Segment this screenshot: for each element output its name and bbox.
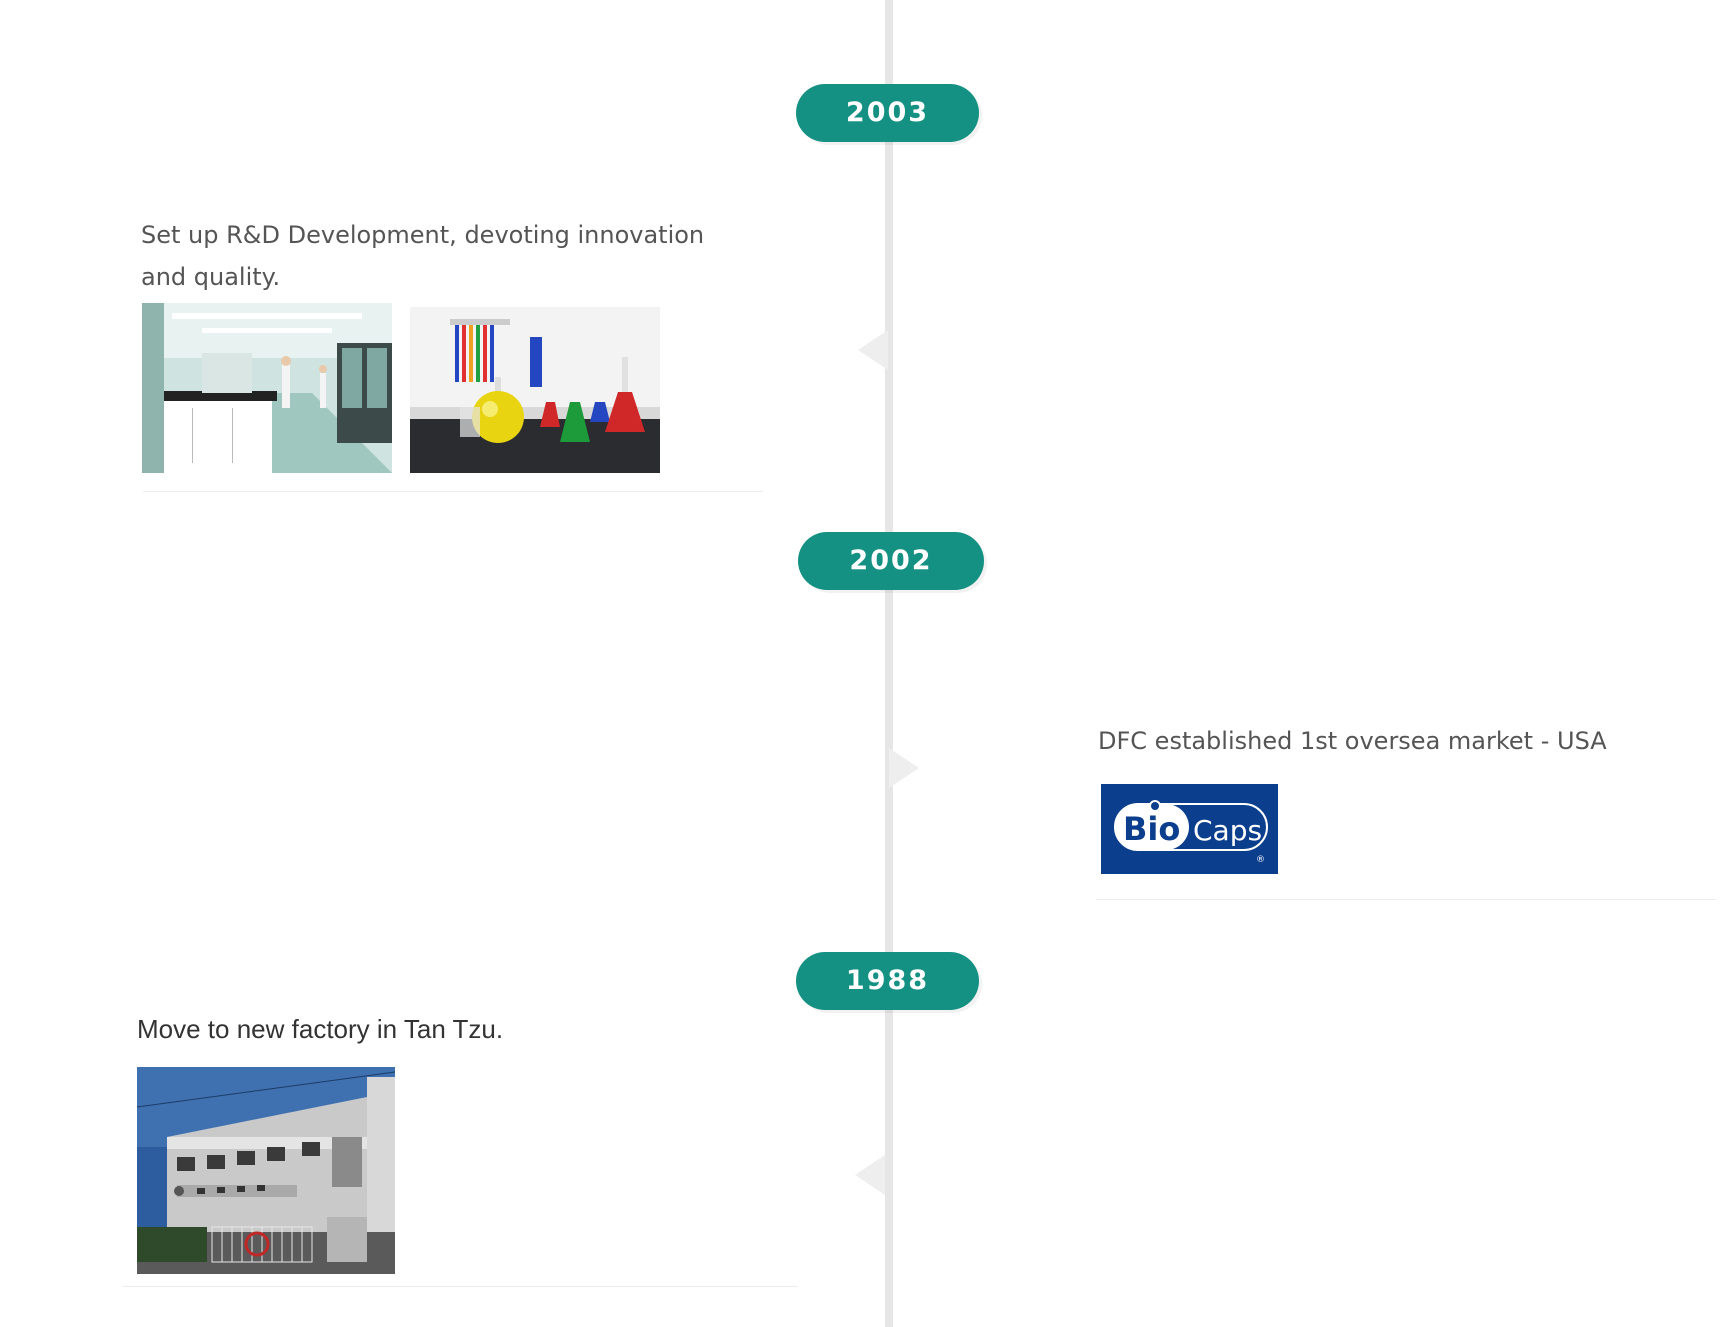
year-badge-2002: 2002 — [798, 532, 984, 590]
factory-building-photo — [137, 1067, 395, 1274]
entry-2003-text: Set up R&D Development, devoting innovat… — [141, 214, 741, 298]
biocaps-logo: Bio Caps ® — [1101, 784, 1278, 874]
laboratory-photo — [142, 303, 392, 473]
lab-flasks-photo — [410, 307, 660, 473]
pointer-arrow-1988 — [855, 1155, 885, 1195]
entry-1988-text: Move to new factory in Tan Tzu. — [137, 1008, 737, 1050]
logo-text-bio: Bio — [1123, 810, 1180, 848]
pointer-arrow-2002 — [889, 748, 919, 788]
entry-2002-divider — [1096, 899, 1716, 900]
year-badge-1988: 1988 — [796, 952, 979, 1010]
logo-text-caps: Caps — [1193, 814, 1262, 847]
entry-2003-divider — [143, 491, 763, 492]
entry-1988-divider — [123, 1286, 798, 1287]
logo-registered-mark: ® — [1256, 855, 1265, 865]
entry-2002-text: DFC established 1st oversea market - USA — [1098, 720, 1658, 762]
pointer-arrow-2003 — [858, 330, 888, 370]
timeline-spine — [885, 0, 893, 1327]
year-badge-2003: 2003 — [796, 84, 979, 142]
